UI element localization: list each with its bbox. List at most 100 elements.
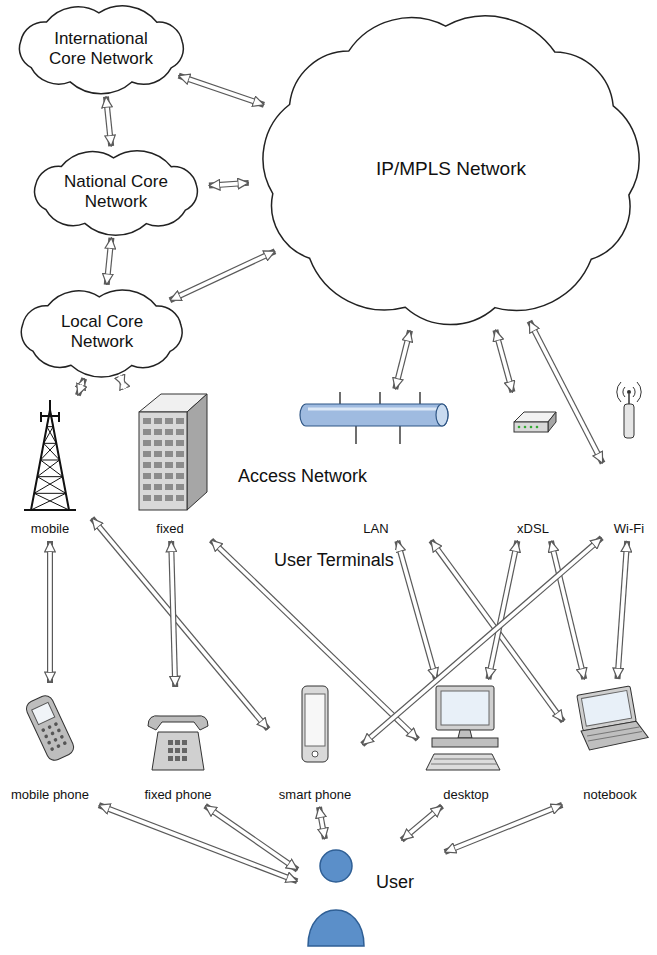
xdsl-access-node-icon [514, 412, 556, 432]
xdsl-access-node: xDSL [500, 395, 566, 538]
arrow-hollow [410, 813, 434, 833]
server-vent [176, 495, 184, 501]
smartphone-body [302, 686, 328, 762]
phone-key [53, 737, 58, 742]
arrow-hollow [400, 551, 433, 668]
server-vent [165, 495, 173, 501]
double-arrow [445, 805, 562, 852]
lan-access-node-icon [300, 392, 448, 444]
arrow-hollow [491, 552, 515, 669]
lan-highlight [308, 408, 440, 411]
server-vent [165, 418, 173, 424]
monitor-screen [441, 691, 489, 725]
arrow-hollow [220, 184, 238, 185]
user-terminal: desktop [420, 682, 512, 804]
node-label: xDSL [517, 522, 549, 537]
connector-group [171, 541, 175, 687]
user-terminal-icon [575, 684, 649, 750]
node-label: mobile [31, 522, 69, 537]
wifi-access-node: Wi-Fi [604, 380, 654, 538]
server-vent [154, 495, 162, 501]
connector-group [106, 97, 111, 147]
double-arrow [171, 541, 175, 687]
double-arrow [395, 331, 410, 389]
user-terminal-icon [302, 686, 328, 762]
double-arrow [47, 541, 53, 683]
connector-group [179, 76, 264, 105]
arrow-hollow [80, 385, 81, 389]
phone-key [56, 744, 61, 749]
notebook-screen [581, 691, 631, 727]
server-vent [154, 484, 162, 490]
arrow-hollow [498, 341, 509, 382]
connector-group [50, 541, 51, 683]
server-vent [165, 440, 173, 446]
server-vent [154, 429, 162, 435]
connector-group [99, 805, 297, 881]
lan-bus [300, 404, 448, 426]
notebook-keys [587, 727, 642, 741]
connector-group [529, 321, 602, 463]
double-arrow [319, 807, 325, 839]
double-arrow [99, 805, 297, 881]
server-vent [143, 484, 151, 490]
person-head [320, 850, 352, 882]
radio-wave [633, 387, 635, 397]
phone-key [47, 725, 52, 730]
arrow-hollow [371, 545, 594, 737]
antenna-tip [627, 390, 631, 394]
connector-group [402, 806, 442, 840]
phone-key [50, 747, 55, 752]
antenna-rod [628, 394, 630, 404]
server-vent [143, 440, 151, 446]
node-label: notebook [583, 788, 637, 803]
phone-key [175, 748, 180, 753]
server-vent [176, 451, 184, 457]
phone-key [59, 734, 64, 739]
tower-antennas [41, 412, 59, 422]
node-label: mobile phone [11, 788, 89, 803]
server-vent [154, 440, 162, 446]
arrow-hollow [189, 79, 253, 101]
arrow-hollow [180, 256, 265, 296]
user-terminal-shape [130, 690, 226, 804]
modem-led [536, 426, 539, 429]
server-vent [176, 440, 184, 446]
server-vent [143, 418, 151, 424]
user-terminal-shape [2, 686, 98, 804]
connector-group [209, 183, 249, 186]
arrow-hollow [534, 331, 597, 453]
double-arrow [617, 541, 627, 679]
connector-group [170, 251, 275, 300]
node-label: desktop [443, 788, 489, 803]
server-vent [154, 462, 162, 468]
connector-group [107, 238, 112, 285]
connector-group [495, 330, 512, 392]
arrow-hollow [398, 341, 407, 378]
modem-led [518, 426, 521, 429]
double-arrow [107, 238, 112, 285]
network-name: International Core Network [41, 29, 161, 68]
connector-group [397, 541, 436, 679]
double-arrow [495, 330, 512, 392]
user-node: User [300, 842, 442, 950]
tower-legs [24, 400, 76, 510]
network-name: Local Core Network [42, 312, 162, 351]
user-node-shape [300, 842, 442, 950]
connector-group [488, 541, 517, 679]
network-name: IP/MPLS Network [376, 158, 526, 180]
arrow-hollow [48, 552, 52, 672]
node-label: User [376, 872, 414, 893]
phone-key [168, 756, 173, 761]
user-terminal: smart phone [270, 680, 360, 804]
user-terminal-icon [24, 693, 76, 763]
fixed-access-node: fixed [125, 388, 215, 538]
user-terminal-shape [270, 680, 360, 804]
server-vent [143, 495, 151, 501]
arrow-hollow [107, 108, 110, 136]
server-vent [176, 462, 184, 468]
connector-group [617, 541, 627, 679]
connector-group [205, 806, 297, 870]
tower-bracing [31, 410, 69, 510]
